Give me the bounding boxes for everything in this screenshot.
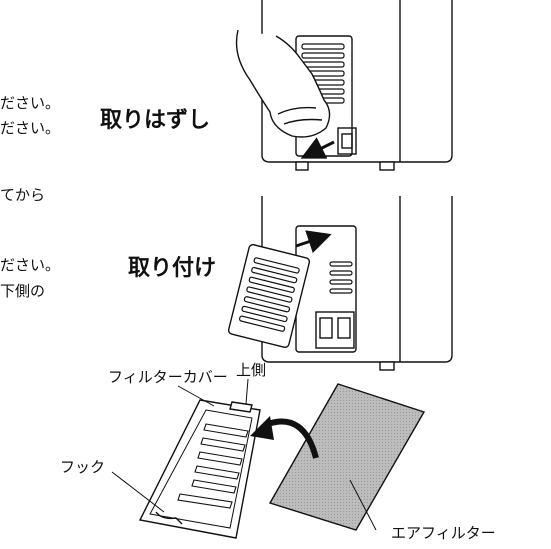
body-text-line-4: ださい。 bbox=[0, 256, 61, 274]
parts-illustration bbox=[111, 378, 426, 539]
hook-label: フック bbox=[60, 458, 106, 476]
body-text-line-2: ださい。 bbox=[0, 119, 61, 137]
removal-illustration bbox=[235, 0, 453, 171]
body-text-line-5: 下側の bbox=[0, 282, 46, 300]
body-text-line-3: てから bbox=[0, 186, 46, 204]
attach-heading: 取り付け bbox=[128, 256, 217, 281]
body-text-line-1: ださい。 bbox=[0, 94, 61, 112]
filter-cover-label: フィルターカバー bbox=[108, 368, 228, 386]
air-filter-label: エアフィルター bbox=[391, 524, 496, 542]
remove-heading: 取りはずし bbox=[100, 108, 211, 133]
attach-illustration bbox=[227, 196, 453, 371]
upper-side-label: 上側 bbox=[236, 361, 267, 379]
